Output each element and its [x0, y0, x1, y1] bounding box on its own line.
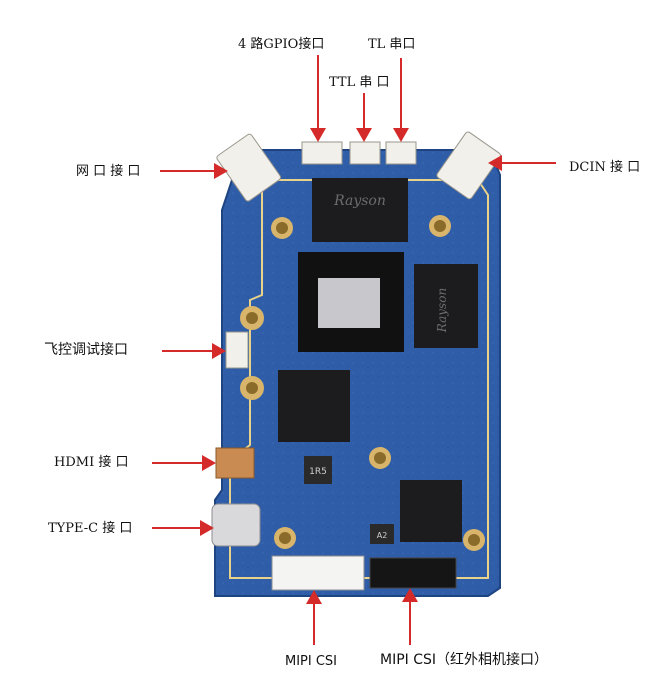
- label-mipi-csi-right: MIPI CSI（红外相机接口）: [380, 652, 549, 668]
- label-hdmi: HDMI 接 口: [54, 455, 129, 470]
- ram-logo: Rayson: [435, 288, 449, 333]
- callout-arrows: [152, 55, 556, 645]
- mipi-csi-right-connector: [369, 557, 457, 589]
- typec-connector: [211, 503, 261, 547]
- label-gpio4: 4 路GPIO接口: [238, 37, 325, 52]
- label-ttl-serial-top: TL 串口: [368, 37, 416, 52]
- mipi-csi-left-connector: [271, 555, 365, 591]
- emmc-logo: Rayson: [333, 193, 386, 209]
- label-typec: TYPE-C 接 口: [48, 521, 133, 536]
- flight-debug-connector: [225, 331, 249, 369]
- ttl-connector-top: [385, 141, 417, 165]
- inductor-mark: 1R5: [309, 467, 327, 477]
- cap-chip: [370, 524, 394, 544]
- small-chip: [400, 480, 462, 542]
- gpio-connector: [301, 141, 343, 165]
- mounting-holes: [240, 215, 485, 551]
- hdmi-connector: [215, 447, 255, 479]
- ttl-connector-mid: [349, 141, 381, 165]
- ram-chip-right: [414, 264, 478, 348]
- label-ttl-serial-mid: TTL 串 口: [329, 75, 390, 90]
- soc-die: [318, 278, 380, 328]
- cap-mark: A2: [377, 531, 388, 540]
- ethernet-connector: [216, 133, 282, 202]
- ram-chip-left: [278, 370, 350, 442]
- emmc-chip: [312, 178, 408, 242]
- label-dcin: DCIN 接 口: [569, 160, 641, 175]
- dcin-connector: [436, 131, 502, 200]
- label-mipi-csi-left: MIPI CSI: [285, 654, 338, 669]
- label-flight-debug: 飞控调试接口: [44, 342, 128, 358]
- inductor: [304, 456, 332, 484]
- label-ethernet: 网 口 接 口: [76, 164, 141, 179]
